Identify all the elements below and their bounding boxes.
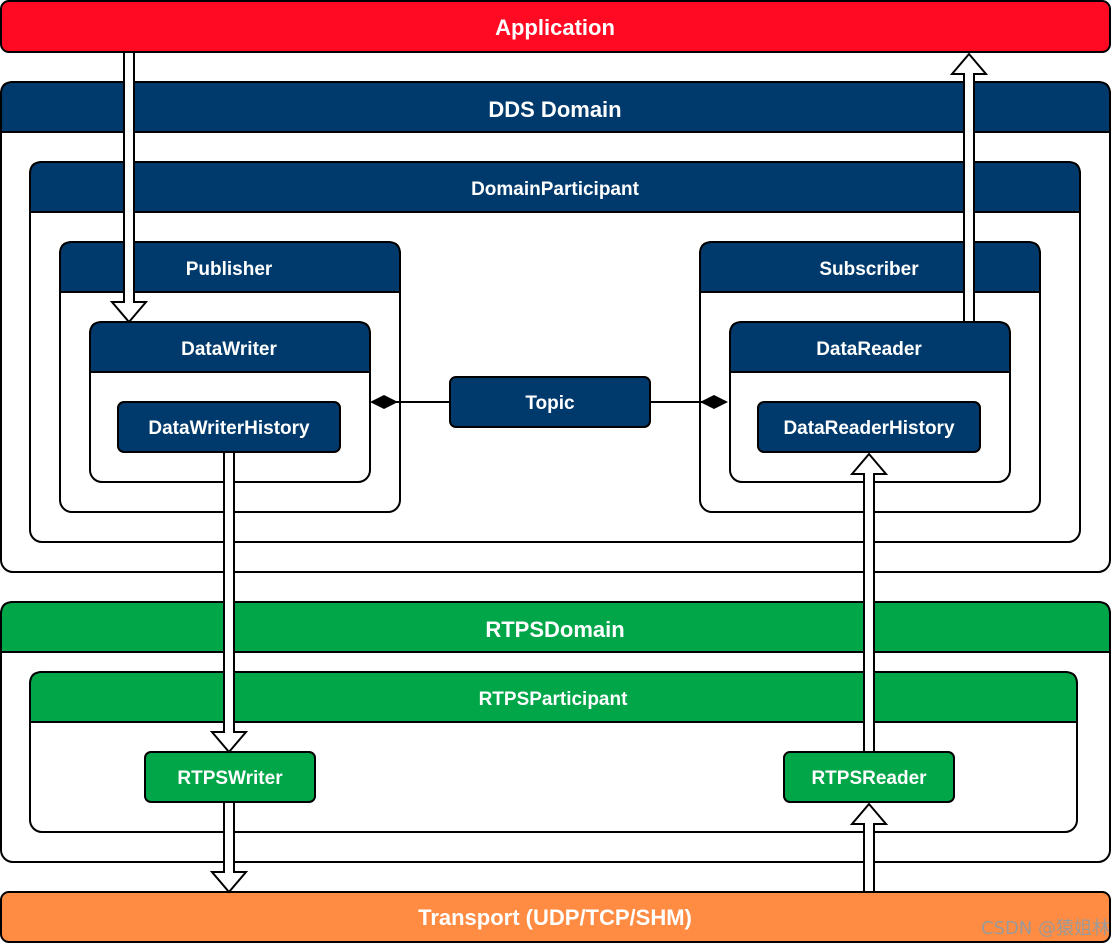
- data-reader-label: DataReader: [816, 339, 922, 360]
- arrow-rtpsreader-to-readerhistory: [849, 452, 889, 753]
- publisher-label: Publisher: [186, 259, 273, 280]
- rtps-participant-label: RTPSParticipant: [479, 689, 629, 710]
- topic: Topic: [449, 376, 651, 428]
- watermark: CSDN @猿姐林: [981, 918, 1110, 939]
- application-layer: Application: [0, 0, 1111, 53]
- topic-label: Topic: [525, 393, 575, 414]
- topic-connector-left: [370, 395, 450, 409]
- rtps-writer: RTPSWriter: [144, 751, 316, 803]
- rtps-reader: RTPSReader: [783, 751, 955, 803]
- arrow-transport-to-rtpsreader: [849, 802, 889, 893]
- data-writer-history: DataWriterHistory: [117, 401, 341, 453]
- arrow-rtpswriter-to-transport: [209, 801, 249, 894]
- domain-participant-label: DomainParticipant: [471, 179, 640, 200]
- data-reader-history: DataReaderHistory: [757, 401, 981, 453]
- dds-domain-label: DDS Domain: [488, 97, 621, 122]
- transport-layer: Transport (UDP/TCP/SHM): [0, 891, 1111, 943]
- subscriber-label: Subscriber: [819, 259, 919, 280]
- rtps-writer-label: RTPSWriter: [177, 768, 283, 789]
- arrow-writerhistory-to-rtpswriter: [209, 451, 249, 754]
- arrow-datareader-to-application: [949, 52, 989, 323]
- data-reader-history-label: DataReaderHistory: [783, 418, 954, 439]
- rtps-reader-label: RTPSReader: [811, 768, 927, 789]
- application-label: Application: [495, 15, 615, 40]
- transport-label: Transport (UDP/TCP/SHM): [418, 905, 692, 930]
- arrow-application-to-datawriter: [109, 51, 149, 324]
- data-writer-history-label: DataWriterHistory: [148, 418, 310, 439]
- rtps-domain-label: RTPSDomain: [485, 617, 624, 642]
- topic-connector-right: [650, 395, 728, 409]
- data-writer-label: DataWriter: [181, 339, 277, 360]
